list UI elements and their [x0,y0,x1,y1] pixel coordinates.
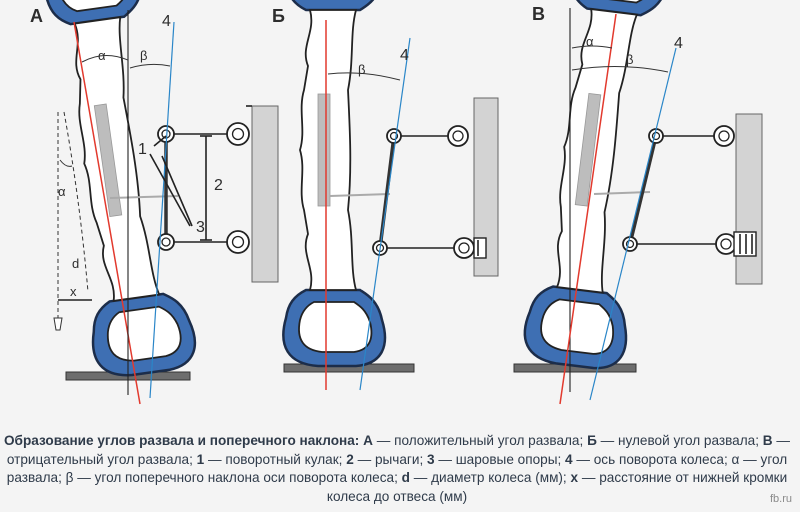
body-wall-v [735,113,763,285]
caption-part: 3 — шаровые опоры; [427,451,562,467]
beta-label-a: β [140,48,147,63]
axis-label-a: 4 [162,13,171,30]
suspension-v [622,125,757,257]
kingpin-axis-b [359,37,411,391]
caption-part: α — угол развала; [6,451,788,486]
beta-label-b: β [358,62,365,77]
caption-part: 1 — поворотный кулак; [196,451,343,467]
panel-b-label: Б [272,6,285,26]
caption-part: А — положительный угол развала; [363,433,584,448]
wheel-b [282,0,387,368]
caption-part: x — расстояние от нижней кромки колеса д… [326,470,788,504]
wheel-alignment-diagram: А α β 4 1 2 3 [30,0,763,405]
joints-label: 3 [196,219,205,236]
caption-part: Б — нулевой угол развала; [587,433,760,448]
caption-parts: А — положительный угол развала; Б — нуле… [7,433,790,504]
alpha-side-arc [59,159,73,167]
figure-caption: Образование углов развала и поперечного … [2,432,792,506]
d-label: d [72,256,79,271]
beta-label-v: β [626,52,633,67]
caption-title: Образование углов развала и поперечного … [3,433,360,448]
panel-b: Б β 4 [272,0,499,391]
panel-v: В α β 4 [513,0,763,405]
kingpin-axis-a [149,21,175,399]
camber-line-a [73,21,141,405]
camber-line-v [559,13,617,405]
caption-part: В — отрицательный угол развала; [6,433,790,467]
alpha-side-label: α [58,184,66,199]
caption-part: 2 — рычаги; [346,451,424,467]
knuckle-label: 1 [138,141,147,158]
beta-arc-a [129,63,171,69]
panel-a-label: А [30,6,43,26]
body-wall-a [251,105,279,283]
leader-3a [149,153,191,227]
panel-v-label: В [532,4,545,24]
alpha-label-v: α [586,34,594,49]
drive-shaft-b [329,193,391,197]
plumb-bob [53,317,63,331]
alpha-label-a: α [98,48,106,63]
beta-arc-v [571,65,669,73]
leader-1 [153,135,167,147]
watermark: fb.ru [769,493,792,505]
leader-3b [161,155,193,227]
panel-a: А α β 4 1 2 3 [30,0,279,405]
caption-part: d — диаметр колеса (мм); [401,470,567,485]
kingpin-axis-v [589,47,677,401]
axis-label-b: 4 [400,47,409,64]
alpha-arc-a [81,55,129,63]
alpha-arc-v [571,45,613,49]
wheel-v [520,0,677,373]
suspension-b [372,125,487,259]
arms-label: 2 [214,177,223,194]
axis-label-v: 4 [674,35,683,52]
caption-part: 4 — ось поворота колеса; [565,451,728,467]
beta-arc-b [327,72,401,81]
x-label: x [70,284,77,299]
caption-part: β — угол поперечного наклона оси поворот… [65,470,398,485]
d-dimension [63,111,89,293]
